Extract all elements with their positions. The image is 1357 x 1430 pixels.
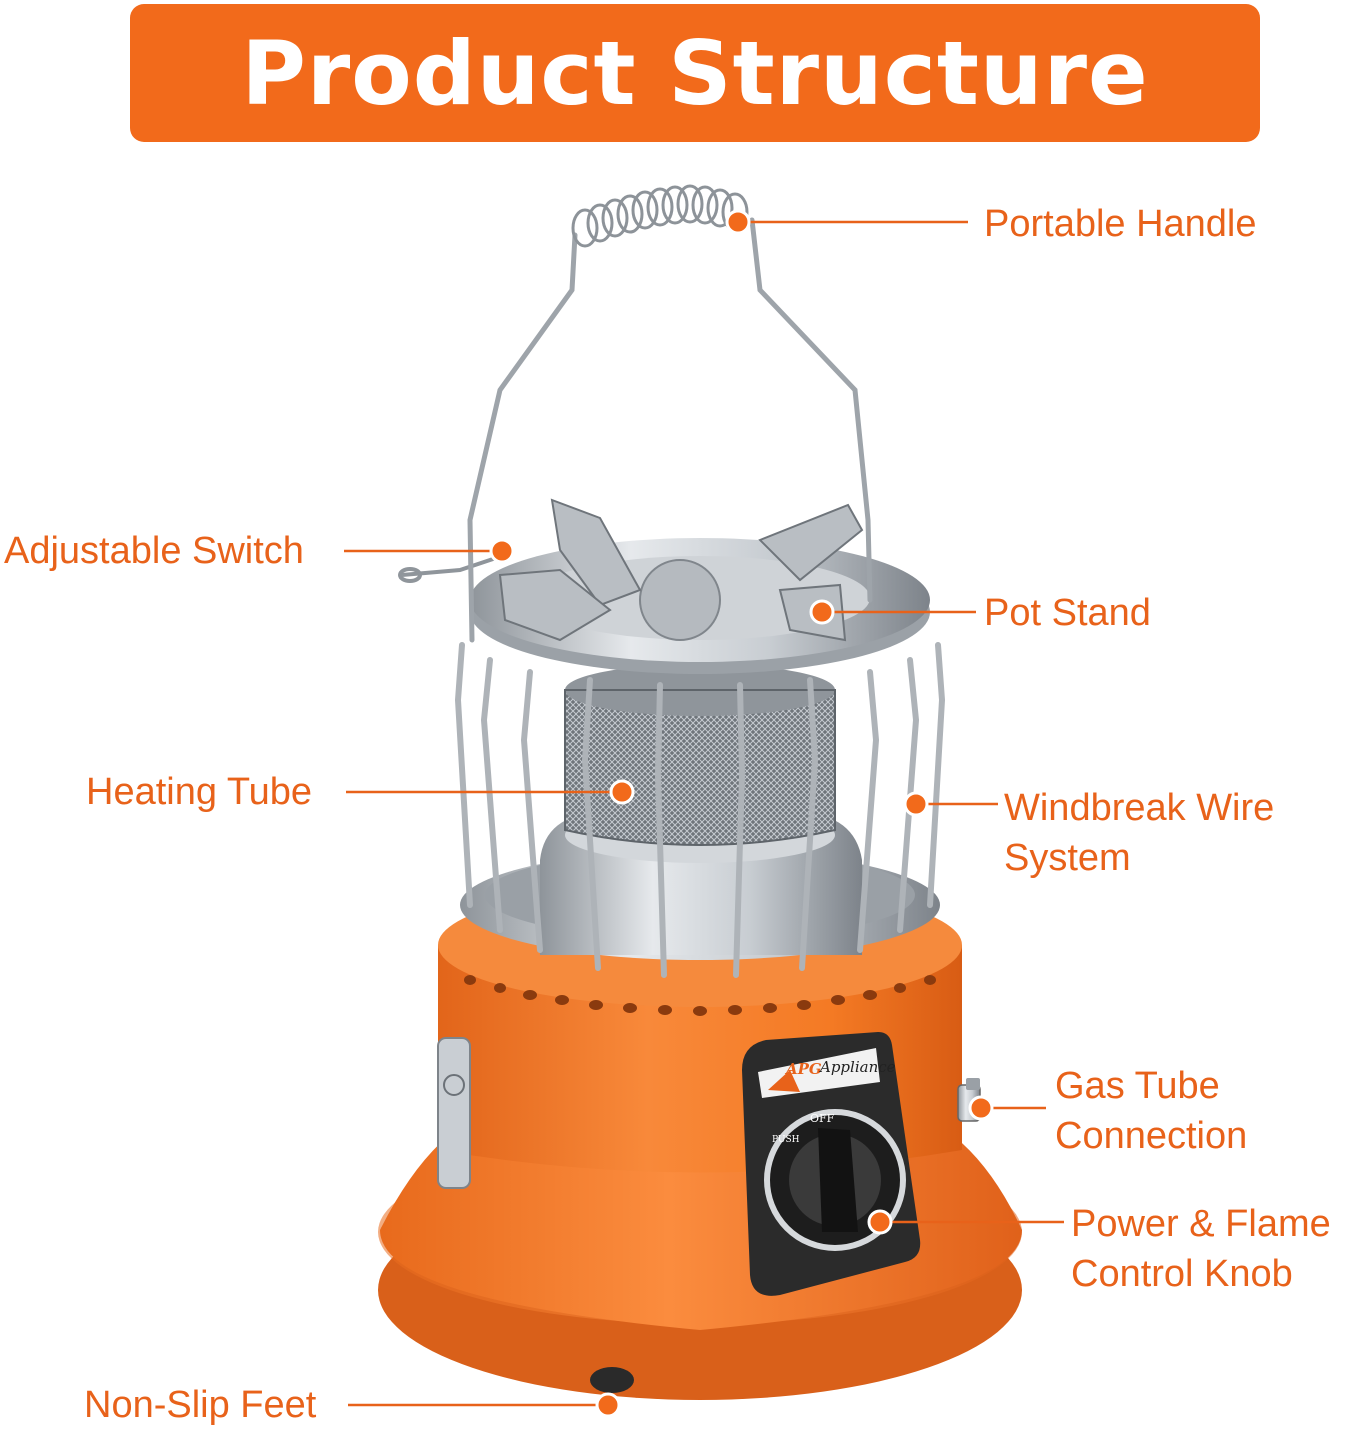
callout-dot-adjustable-switch [489,538,515,564]
handle-spring [571,184,749,248]
label-portable-handle: Portable Handle [984,203,1257,245]
knob-push-label: PUSH [772,1135,800,1145]
callout-dot-gas-tube [968,1095,994,1121]
brand-logo-mark: APG [786,1060,822,1078]
page-title: Product Structure [241,21,1149,125]
label-power-knob-line1: Power & Flame [1071,1203,1331,1245]
callout-dot-heating-tube [609,779,635,805]
label-windbreak-wire-line1: Windbreak Wire [1004,787,1275,829]
label-power-knob-line2: Control Knob [1071,1253,1293,1295]
non-slip-foot [590,1367,634,1393]
label-pot-stand: Pot Stand [984,592,1151,634]
portable-handle [467,217,873,643]
callout-dot-power-knob [867,1209,893,1235]
callout-dot-non-slip-feet [595,1392,621,1418]
label-gas-tube-line1: Gas Tube [1055,1065,1220,1107]
label-heating-tube: Heating Tube [86,771,313,813]
title-banner: Product Structure [130,4,1260,142]
callout-dot-windbreak-wire [903,791,929,817]
control-knob [764,1109,906,1251]
heating-tube [564,664,836,846]
label-non-slip-feet: Non-Slip Feet [84,1384,317,1426]
label-windbreak-wire-line2: System [1004,837,1131,879]
windbreak-cage [454,642,946,978]
label-adjustable-switch: Adjustable Switch [4,530,304,572]
knob-off-label: OFF [810,1112,835,1125]
callout-lines [344,220,1064,1407]
callout-dot-portable-handle [725,209,751,235]
label-gas-tube-line2: Connection [1055,1115,1248,1157]
brand-name: Appliance [820,1058,896,1076]
pot-stand [470,498,930,674]
adjustable-switch [398,553,506,583]
callout-dot-pot-stand [809,599,835,625]
